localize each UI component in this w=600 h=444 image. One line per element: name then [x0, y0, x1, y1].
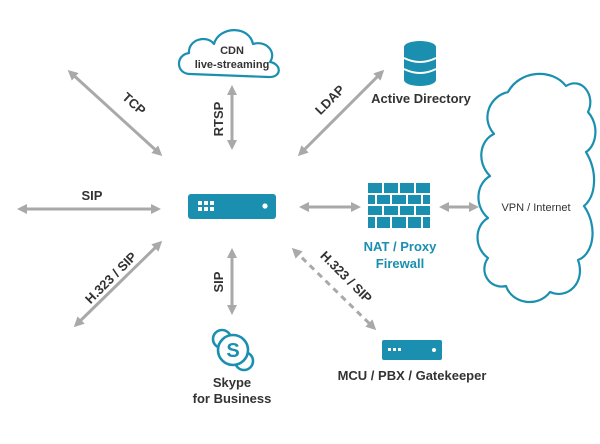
server-rack-icon	[382, 340, 442, 360]
cdn-label-line2: live-streaming	[195, 59, 270, 71]
cdn-label-line1: CDN	[220, 45, 244, 57]
skype-label-line2: for Business	[193, 391, 272, 406]
edge-label-rtsp: RTSP	[211, 101, 226, 136]
edge-label-sip-left: SIP	[82, 188, 103, 203]
mcu-node: MCU / PBX / Gatekeeper	[338, 340, 487, 383]
firewall-node: NAT / Proxy Firewall	[364, 183, 437, 271]
firewall-label-line2: Firewall	[376, 256, 424, 271]
vpn-label: VPN / Internet	[501, 202, 570, 214]
central-device-icon	[188, 194, 276, 219]
edge-ldap	[297, 69, 385, 157]
active-directory-label: Active Directory	[371, 91, 471, 106]
cdn-cloud-icon	[177, 29, 280, 79]
svg-text:S: S	[226, 340, 239, 362]
cdn-node: CDN live-streaming	[177, 29, 280, 79]
edge-label-sip-down: SIP	[211, 271, 226, 292]
edge-label-h323-mcu: H.323 / SIP	[317, 248, 375, 306]
active-directory-node: Active Directory	[371, 41, 472, 106]
vpn-cloud-icon	[476, 72, 597, 304]
mcu-label: MCU / PBX / Gatekeeper	[338, 368, 487, 383]
edge-tcp	[67, 69, 163, 157]
vpn-node: VPN / Internet	[476, 72, 597, 304]
edge-label-tcp: TCP	[119, 89, 149, 118]
firewall-icon	[368, 183, 430, 228]
skype-icon: S	[211, 328, 255, 372]
database-icon	[403, 41, 437, 86]
edge-label-h323-left: H.323 / SIP	[82, 249, 140, 307]
edge-h323-left	[73, 240, 163, 328]
skype-node: S Skype for Business	[193, 328, 272, 406]
firewall-label-line1: NAT / Proxy	[364, 239, 437, 254]
edge-h323-mcu	[291, 247, 377, 331]
skype-label-line1: Skype	[213, 375, 251, 390]
